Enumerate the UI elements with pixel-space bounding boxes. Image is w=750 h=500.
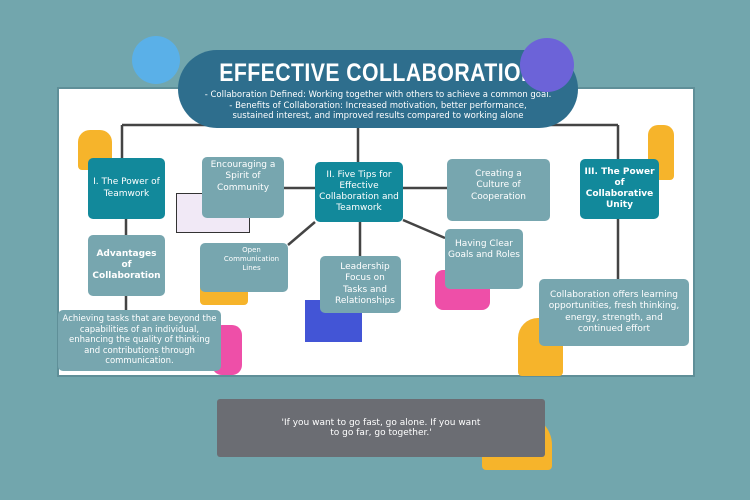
node-leadership-focus: Leadership Focus on Tasks and Relationsh… [320,256,401,313]
connector [287,221,316,246]
node-collaboration-offers: Collaboration offers learning opportunit… [539,279,689,346]
node-encouraging-community: Encouraging a Spirit of Community [202,157,284,218]
quote-box: 'If you want to go fast, go alone. If yo… [217,399,545,457]
celebration-illustration [520,38,574,92]
quote-text: 'If you want to go fast, go alone. If yo… [281,418,481,438]
page-title: EFFECTIVE COLLABORATION [219,59,537,87]
node-clear-goals: Having Clear Goals and Roles [445,229,523,289]
node-achieving-tasks: Achieving tasks that are beyond the capa… [58,310,221,371]
node-culture-of-cooperation: Creating a Culture of Cooperation [447,159,550,221]
node-power-of-teamwork: I. The Power of Teamwork [88,158,165,219]
header-banner: EFFECTIVE COLLABORATION - Collaboration … [178,50,578,128]
node-five-tips: II. Five Tips for Effective Collaboratio… [315,162,403,222]
connector [402,218,446,240]
node-open-communication: Open Communication Lines [200,243,288,292]
team-illustration [132,36,180,84]
node-power-of-unity: III. The Power of Collaborative Unity [580,159,659,219]
benefits-text: - Benefits of Collaboration: Increased m… [229,100,527,122]
definition-text: - Collaboration Defined: Working togethe… [204,90,552,100]
node-advantages: Advantages of Collaboration [88,235,165,296]
